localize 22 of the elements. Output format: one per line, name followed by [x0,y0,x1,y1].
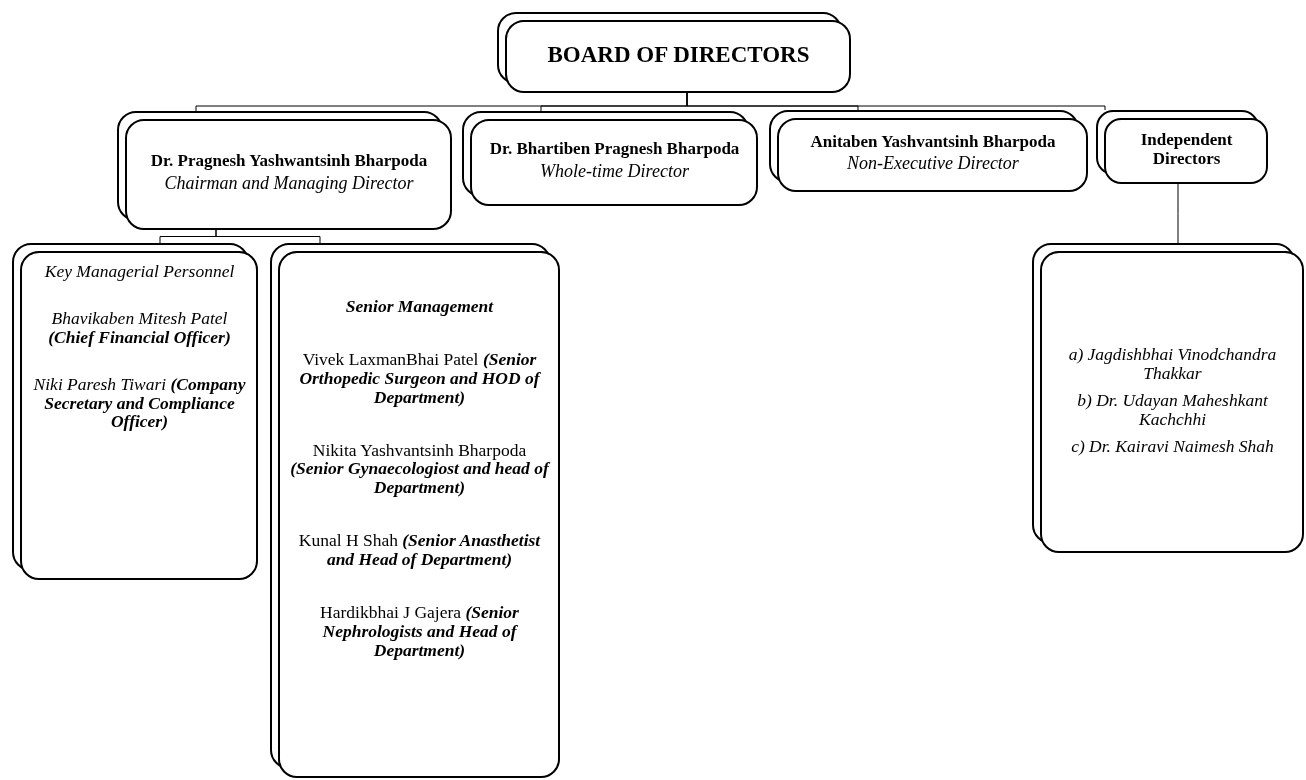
entry-text: Hardikbhai J Gajera (Senior Nephrologists and Head of Department) [319,603,520,660]
entry-text: Whole-time Director [540,162,689,182]
connector-line [215,229,321,244]
entry-text: Niki Paresh Tiwari (Company Secretary and Compliance Officer) [33,374,246,432]
heading-text: Dr. Bhartiben Pragnesh Bharpoda [489,140,740,159]
heading-text: Independent Directors [1139,131,1234,168]
entry-text: Non-Executive Director [847,154,1019,174]
entry-text: c) Dr. Kairavi Naimesh Shah [1071,436,1274,456]
entry-text: Kunal H Shah (Senior Anasthetist and Head of Department) [297,531,542,569]
heading-text: Senior Management [345,297,494,316]
heading-text: Key Managerial Personnel [44,262,235,281]
entry-text: Chairman and Managing Director [164,174,414,194]
entry-text: Nikita Yashvantsinh Bharpoda (Senior Gynaecologiost and head of Department) [289,440,552,498]
heading-text: Anitaben Yashvantsinh Bharpoda [810,133,1056,152]
heading-text: Dr. Pragnesh Yashwantsinh Bharpoda [150,152,428,171]
entry-text: b) Dr. Udayan Maheshkant Kachchhi [1076,391,1269,429]
heading-text: a) Jagdishbhai Vinodchandra Thakkar [1067,345,1278,384]
entry-text: Vivek LaxmanBhai Patel (Senior Orthopedic Surgeon and HOD of Department) [298,349,542,407]
connector-line [1177,183,1179,244]
heading-text: BOARD OF DIRECTORS [547,42,810,68]
connector-line [686,92,1106,111]
entry-text: Bhavikaben Mitesh Patel (Chief Financial Officer) [47,308,232,347]
